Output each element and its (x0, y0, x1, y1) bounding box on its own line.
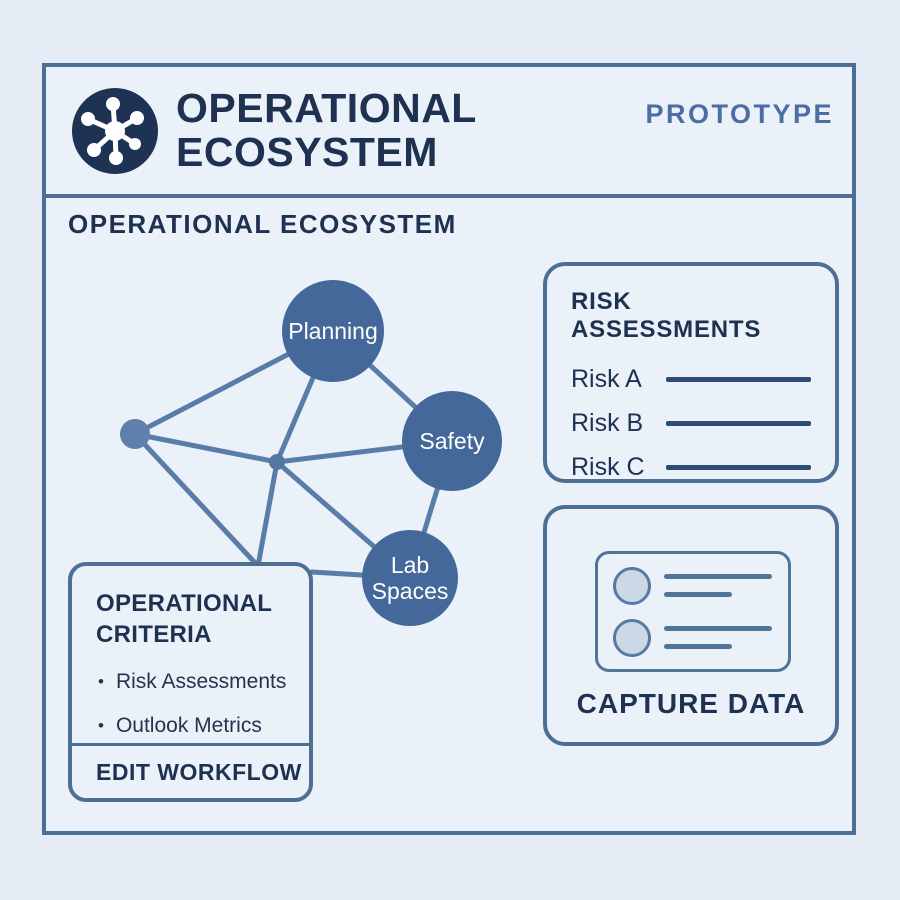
node-lab-spaces[interactable] (362, 530, 458, 626)
diagram-edge (132, 431, 261, 569)
app-frame: OPERATIONAL ECOSYSTEM PROTOTYPE OPERATIO… (42, 63, 856, 835)
risk-row-b: Risk B (571, 401, 811, 445)
criteria-bullet-label: Outlook Metrics (115, 714, 262, 737)
operational-criteria-panel: OPERATIONAL CRITERIA • Risk Assessments … (68, 562, 313, 802)
capture-data-panel[interactable]: CAPTURE DATA (543, 505, 839, 746)
risk-a-bar (666, 376, 811, 382)
text-line (664, 644, 732, 649)
prototype-badge: PROTOTYPE (645, 99, 834, 129)
record-circle-icon (613, 618, 651, 657)
node-junction (269, 454, 285, 470)
risk-row-a: Risk A (571, 357, 811, 401)
capture-card-row (613, 618, 788, 657)
record-circle-icon (613, 566, 651, 605)
capture-preview-card (595, 551, 791, 672)
text-line (664, 574, 772, 579)
text-line (664, 592, 732, 597)
capture-card-row (613, 566, 788, 605)
criteria-bullet-risk-assessments: • Risk Assessments (96, 670, 287, 694)
network-hub-icon (72, 88, 158, 174)
record-text-lines (664, 626, 772, 649)
app-title-line2: ECOSYSTEM (176, 129, 438, 175)
risk-b-label: Risk B (571, 408, 644, 437)
record-text-lines (664, 574, 772, 597)
app-title: OPERATIONAL ECOSYSTEM (176, 86, 477, 174)
edit-workflow-button[interactable]: EDIT WORKFLOW (72, 743, 309, 798)
text-line (664, 626, 772, 631)
bullet-dot-icon: • (98, 672, 104, 691)
criteria-bullet-label: Risk Assessments (115, 670, 287, 693)
node-safety[interactable] (402, 391, 502, 491)
risk-b-bar (666, 420, 811, 426)
app-title-line1: OPERATIONAL (176, 85, 477, 131)
capture-data-label: CAPTURE DATA (576, 688, 806, 719)
risk-c-bar (666, 464, 811, 470)
diagram-edge (132, 431, 280, 465)
node-label-planning: Planning (288, 318, 378, 344)
node-planning[interactable] (282, 280, 384, 382)
criteria-bullet-outlook-metrics: • Outlook Metrics (96, 714, 287, 738)
risk-panel-title: RISK ASSESSMENTS (571, 288, 762, 343)
risk-assessments-panel: RISK ASSESSMENTS Risk A Risk B Risk C (543, 262, 839, 483)
risk-a-label: Risk A (571, 364, 642, 393)
risk-c-label: Risk C (571, 452, 645, 481)
criteria-title-line1: OPERATIONAL (96, 590, 273, 617)
node-label-safety: Safety (419, 428, 485, 454)
bullet-dot-icon: • (98, 716, 104, 735)
criteria-panel-title: OPERATIONAL CRITERIA (96, 588, 287, 650)
criteria-title-line2: CRITERIA (96, 621, 212, 648)
risk-row-c: Risk C (571, 445, 811, 489)
app-header: OPERATIONAL ECOSYSTEM PROTOTYPE (46, 67, 852, 198)
node-hub (120, 419, 150, 449)
section-title: OPERATIONAL ECOSYSTEM (68, 209, 457, 239)
diagram-edge (255, 459, 280, 569)
